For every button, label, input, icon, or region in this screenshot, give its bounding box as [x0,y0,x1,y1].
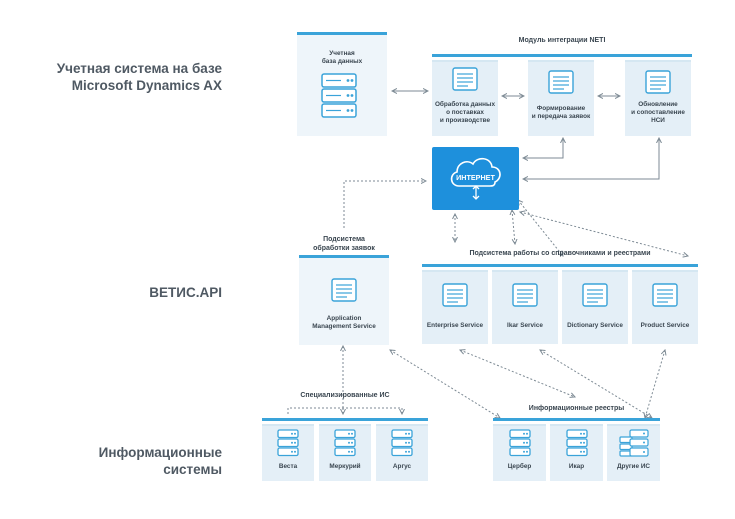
document-list-icon [331,278,357,307]
vesta-label: Веста [278,463,298,470]
connector-line [512,210,515,244]
connector-line [523,138,563,158]
internet-box [432,147,519,210]
neti-module-title: Модуль интеграции NETI [518,37,606,44]
registries-bar [493,418,660,421]
dictionary-service-card [562,270,628,344]
specialized-is-bar [262,418,428,421]
document-list-icon [548,70,574,99]
connector-line [518,200,563,256]
ikar-service-card [492,270,558,344]
document-list-icon [452,67,478,96]
product-service-label: Product Service [640,322,690,329]
side-label-vetis: ВЕТИС.API [149,285,222,300]
enterprise-service-card [422,270,488,344]
connector-line [523,138,659,179]
other-is-label: Другие ИС [616,463,651,470]
internet-label: ИНТЕРНЕТ [456,173,495,182]
document-list-icon [442,283,468,312]
connector-line [343,181,426,228]
server-icon [277,429,299,462]
connector-line [390,350,500,418]
connector-line [540,350,652,418]
server-rack-icon [321,73,357,124]
ref-subsystem-bar [422,264,698,267]
server-icon [391,429,413,462]
enterprise-service-label: Enterprise Service [426,322,484,329]
server-icon [566,429,588,462]
product-service-card [632,270,698,344]
ikar-service-label: Ikar Service [507,322,543,329]
cerberus-label: Цербер [507,463,532,470]
neti-module-bar [432,54,692,57]
mercury-label: Меркурий [329,463,361,470]
cloud-icon [445,152,507,207]
registries-title: Информационные реестры [528,405,625,412]
ikar-label: Икар [568,463,585,470]
ref-subsystem-title: Подсистема работы со справочниками и рее… [469,250,651,257]
specialized-is-title: Специализированные ИС [300,392,390,399]
document-list-icon [645,70,671,99]
argus-label: Аргус [392,463,412,470]
connector-line [287,407,402,414]
server-cluster-icon [619,429,649,462]
server-icon [509,429,531,462]
document-list-icon [582,283,608,312]
document-list-icon [512,283,538,312]
server-icon [334,429,356,462]
document-list-icon [652,283,678,312]
dictionary-service-label: Dictionary Service [567,322,623,329]
connector-line [460,350,575,397]
